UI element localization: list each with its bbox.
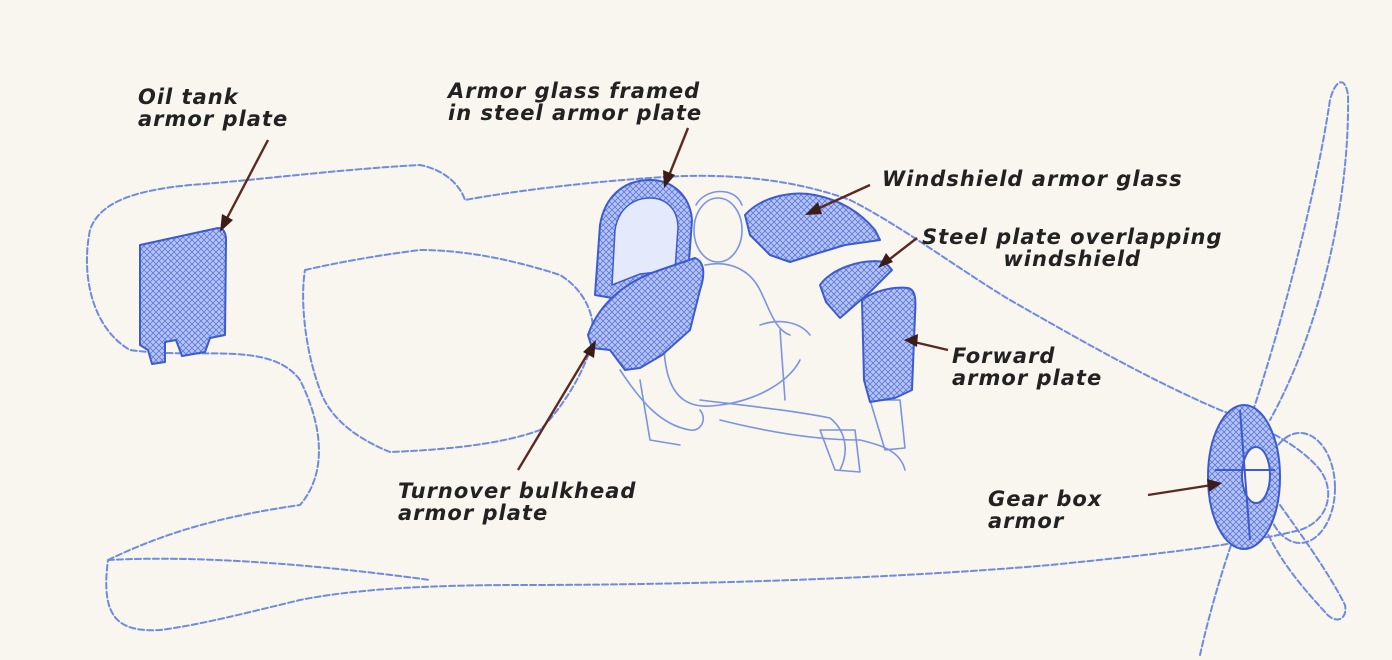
turnover-bulkhead-plate — [587, 257, 705, 371]
label-steel-plate-overlapping: Steel plate overlapping windshield — [922, 225, 1223, 271]
tailplane-outline — [107, 557, 431, 581]
propeller-blade-right — [1261, 504, 1347, 621]
steel-plate-overlapping — [819, 260, 893, 319]
label-gear-box-armor: Gear box armor — [988, 487, 1103, 533]
oil-tank-armor-plate — [139, 227, 227, 365]
label-turnover-bulkhead: Turnover bulkhead armor plate — [398, 479, 637, 525]
armor-glass-pane — [611, 197, 679, 287]
label-windshield-armor-glass: Windshield armor glass — [882, 167, 1183, 191]
label-forward-armor-plate: Forward armor plate — [952, 344, 1103, 390]
gear-box-armor — [1207, 404, 1281, 550]
label-oil-tank-armor-plate: Oil tank armor plate — [138, 85, 289, 131]
label-armor-glass-framed: Armor glass framed in steel armor plate — [448, 79, 703, 125]
engine-outline — [302, 249, 595, 453]
leader-arrows — [220, 127, 1222, 497]
windshield-armor-glass — [744, 192, 881, 263]
spinner-outline — [1264, 432, 1336, 544]
fuselage-outline — [86, 164, 1330, 632]
propeller-blade-top — [1249, 81, 1350, 421]
forward-armor-plate — [861, 286, 917, 403]
